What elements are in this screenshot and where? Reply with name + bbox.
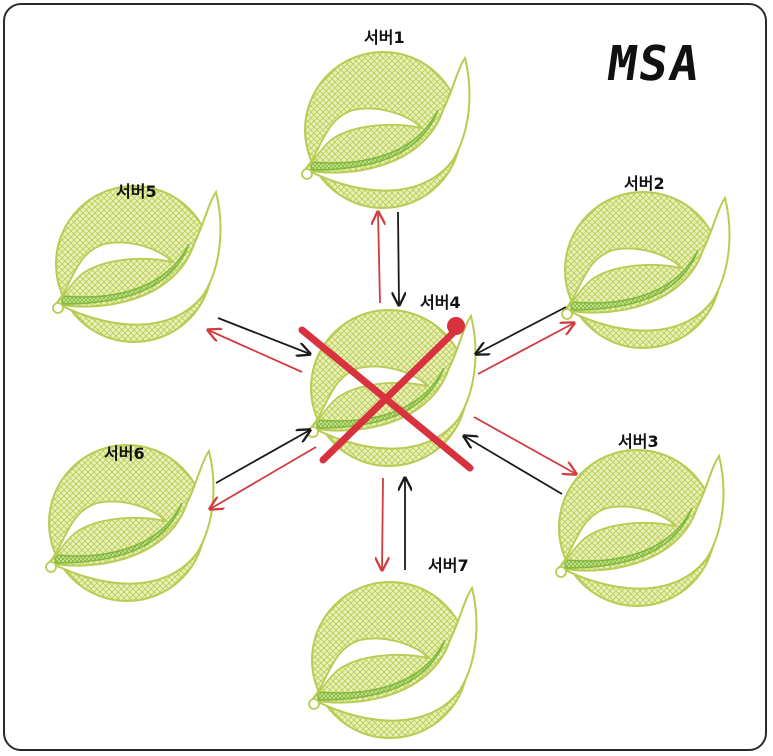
server7-icon (308, 581, 478, 739)
arrow-server4-to-server3 (473, 416, 576, 474)
server3-icon (555, 449, 725, 607)
server5-label: 서버5 (116, 182, 157, 201)
arrow-server4-to-server7 (382, 477, 383, 570)
server1-icon (301, 51, 471, 209)
server2-label: 서버2 (624, 174, 665, 193)
diagram-title: MSA (604, 36, 705, 92)
red-x-icon (298, 317, 474, 472)
server3-label: 서버3 (618, 432, 659, 451)
arrow-server4-to-server1 (378, 212, 380, 304)
arrow-server5-to-server4 (217, 317, 310, 354)
arrow-server1-to-server4 (398, 211, 399, 305)
arrow-server4-to-server6 (210, 446, 317, 509)
server6-icon (45, 444, 215, 602)
arrow-server3-to-server4 (464, 436, 563, 495)
server5-icon (52, 185, 222, 343)
server6-label: 서버6 (104, 444, 145, 463)
server7-label: 서버7 (428, 556, 469, 575)
server4-label: 서버4 (420, 293, 461, 312)
arrow-server4-to-server2 (477, 323, 574, 375)
arrow-server6-to-server4 (215, 430, 310, 484)
arrow-server4-to-server5 (208, 330, 303, 373)
server1-label: 서버1 (364, 28, 405, 47)
arrow-server2-to-server4 (476, 306, 567, 354)
server2-icon (561, 191, 731, 349)
